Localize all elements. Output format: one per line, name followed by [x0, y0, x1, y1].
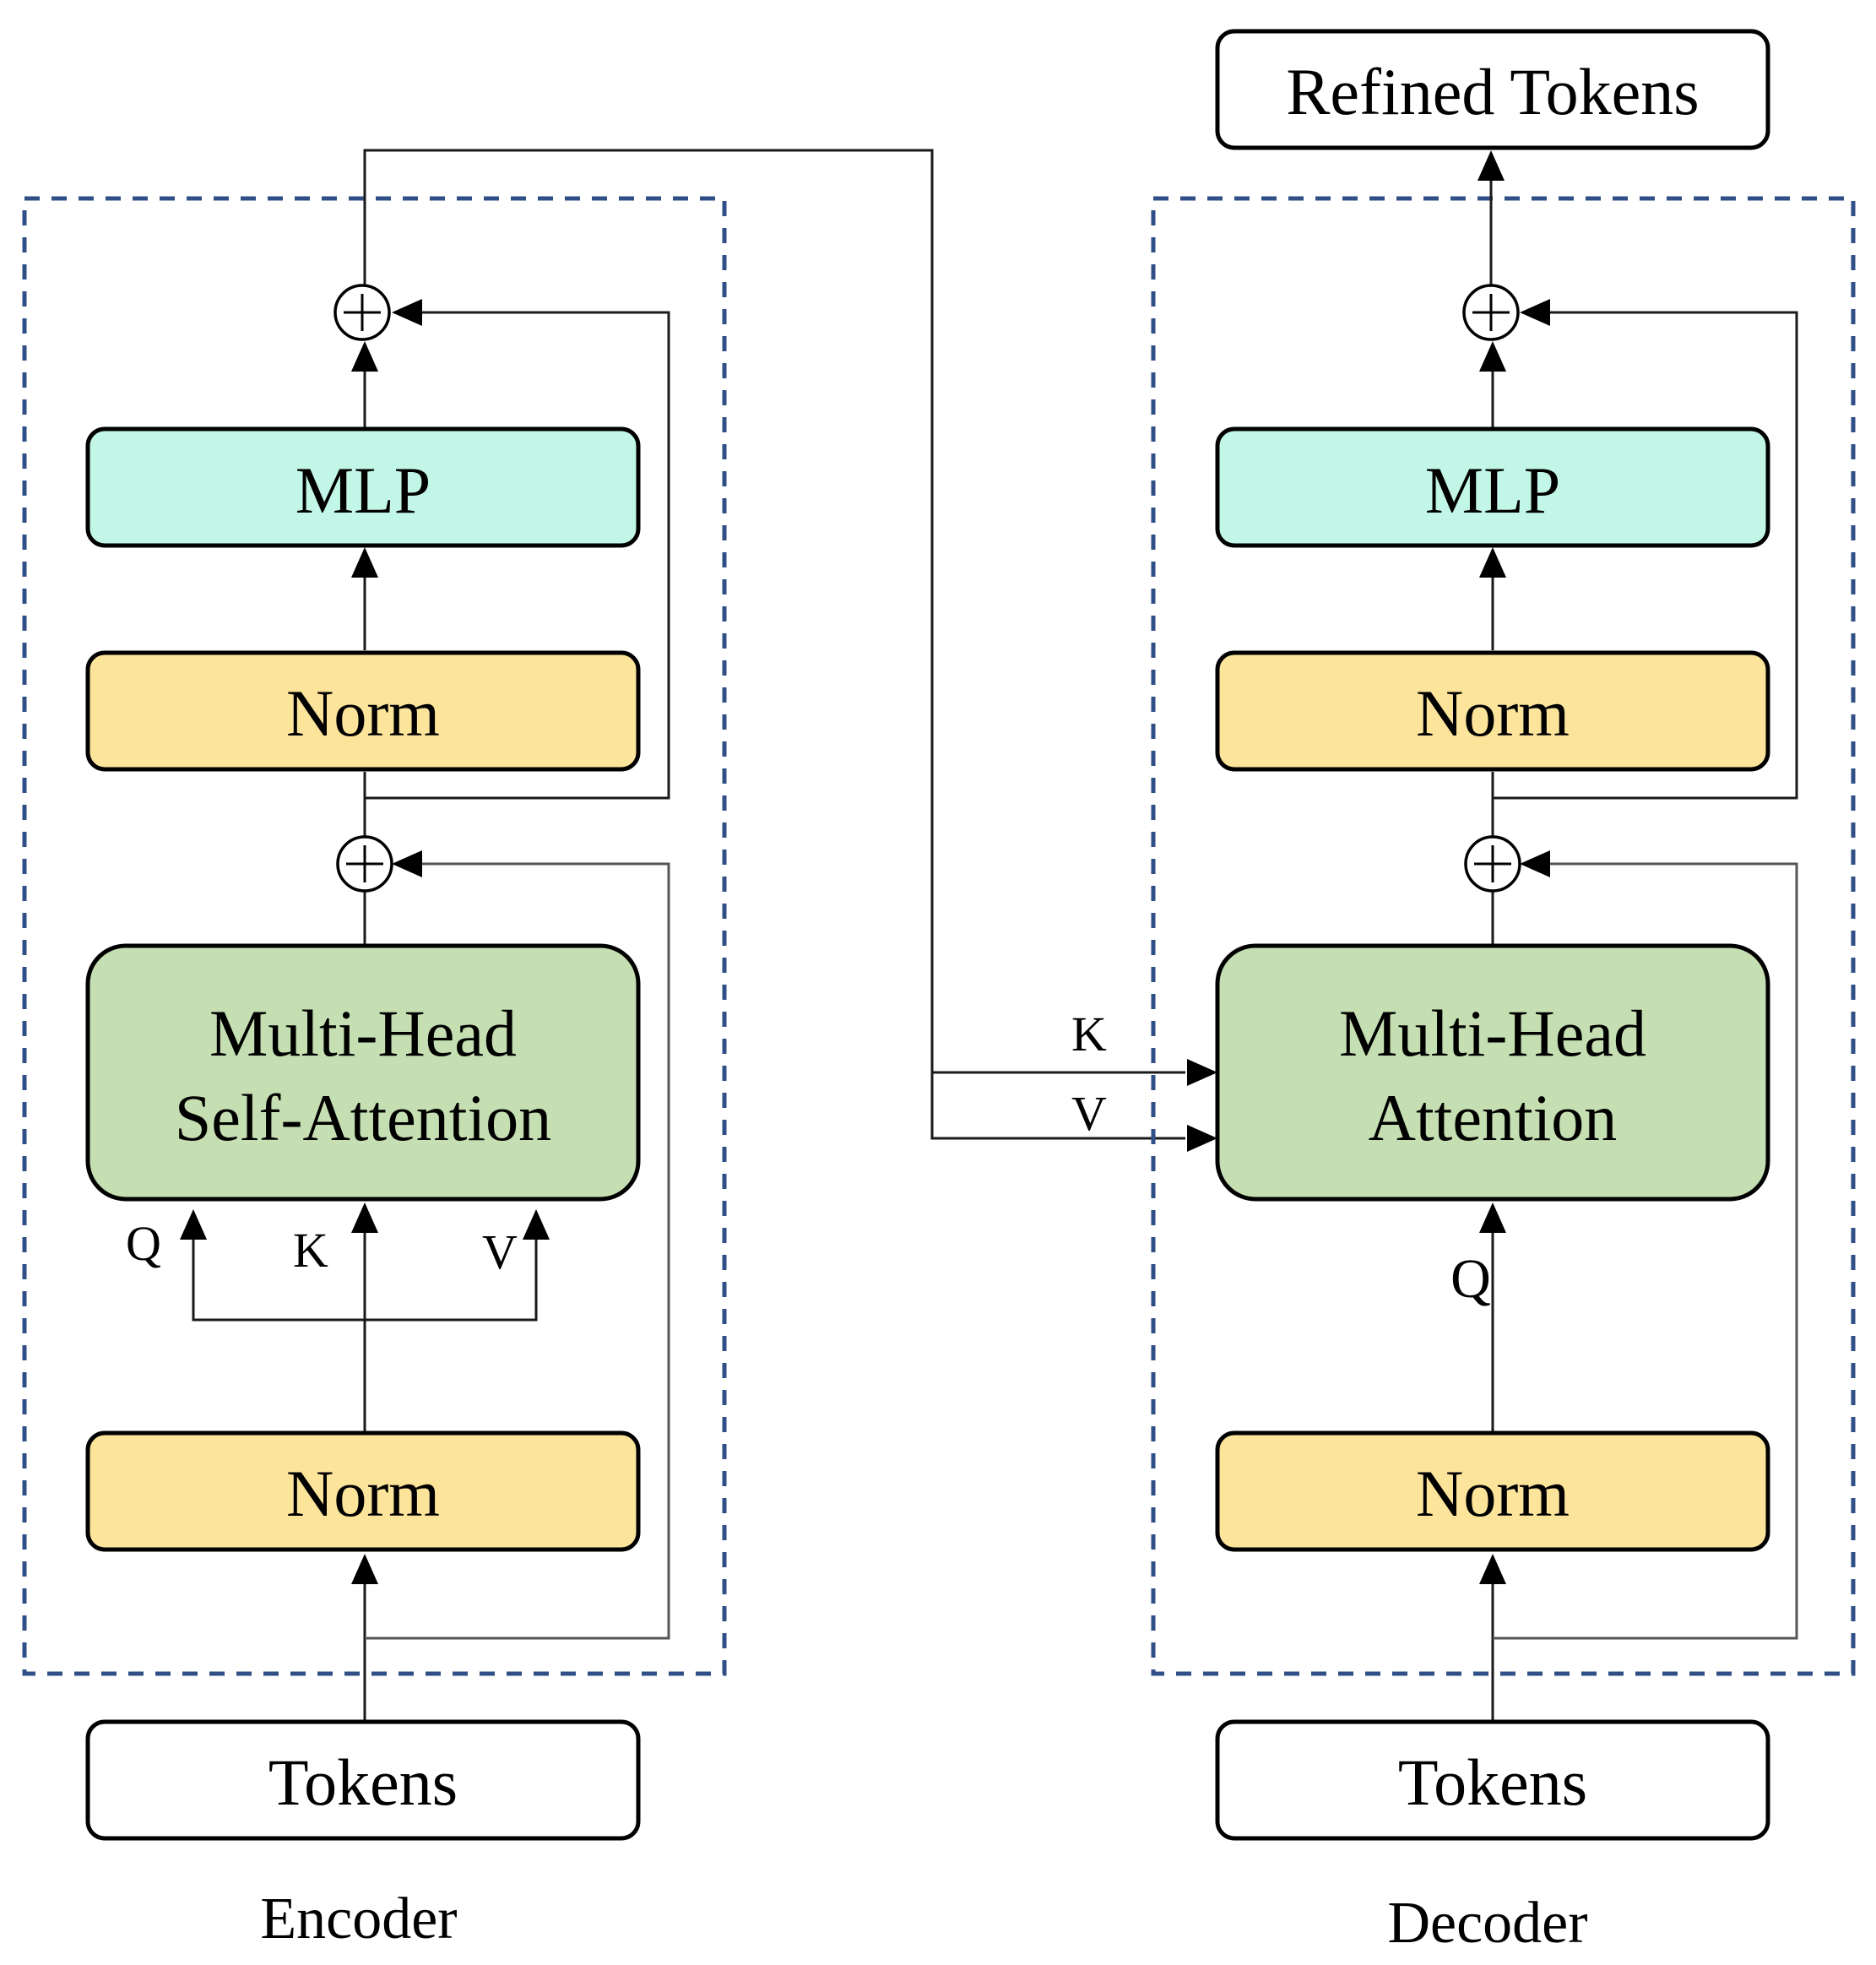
encoder-q-label: Q: [126, 1216, 161, 1271]
encoder-norm-top-box: [85, 650, 641, 772]
arrow-to-decoder-plus-1: [1520, 850, 1550, 877]
encoder-caption: Encoder: [260, 1886, 457, 1951]
encoder-norm-bottom-box: [85, 1430, 641, 1552]
arrow-decoder-k: [1187, 1059, 1217, 1086]
encoder-norm-bottom-label: Norm: [286, 1457, 440, 1530]
decoder-v-label: V: [1071, 1086, 1107, 1141]
decoder-wires: [1477, 150, 1798, 1722]
arrow-to-encoder-plus-2: [392, 299, 422, 326]
decoder-attention-label-line1: Multi-Head: [1339, 996, 1646, 1070]
decoder-k-label: K: [1071, 1007, 1107, 1061]
decoder-add-node-1: [1464, 835, 1521, 893]
arrow-to-encoder-plus-1: [392, 850, 422, 877]
decoder-mlp-label: MLP: [1425, 453, 1560, 527]
decoder-tokens-label: Tokens: [1398, 1745, 1587, 1819]
encoder-attention-label-line1: Multi-Head: [209, 996, 517, 1070]
arrow-to-encoder-mlp: [351, 547, 378, 578]
encoder-mlp-label: MLP: [295, 453, 431, 527]
arrow-to-decoder-plus-2-bottom: [1479, 341, 1506, 372]
decoder-mlp-box: [1215, 426, 1770, 548]
encoder-k-label: K: [293, 1223, 328, 1278]
encoder-attention-label-line2: Self-Attention: [175, 1081, 551, 1154]
decoder-tokens-box: [1215, 1719, 1770, 1841]
decoder-norm-top-box: [1215, 650, 1770, 772]
decoder-refined-tokens-box: [1215, 29, 1770, 150]
arrow-to-decoder-plus-2: [1520, 299, 1550, 326]
decoder-add-node-2: [1462, 284, 1520, 341]
encoder-add-node-2: [333, 284, 391, 341]
decoder-attention-label-line2: Attention: [1369, 1081, 1618, 1154]
decoder-norm-bottom-box: [1215, 1430, 1770, 1552]
decoder-dashed-frame: [1151, 196, 1856, 1676]
arrow-to-refined-tokens: [1477, 150, 1505, 181]
decoder-attention-box: [1215, 943, 1770, 1202]
encoder-v-label: V: [482, 1224, 518, 1279]
encoder-wires: [180, 149, 1217, 1722]
decoder-caption: Decoder: [1387, 1891, 1587, 1956]
arrow-to-encoder-norm-bottom: [351, 1554, 378, 1584]
arrow-encoder-v: [523, 1209, 550, 1240]
arrow-encoder-q: [180, 1209, 207, 1240]
arrow-decoder-q: [1479, 1202, 1506, 1233]
arrow-to-decoder-norm-bottom: [1479, 1554, 1506, 1584]
encoder-tokens-box: [85, 1719, 641, 1841]
arrow-decoder-v: [1187, 1125, 1217, 1152]
encoder-tokens-label: Tokens: [268, 1745, 458, 1819]
encoder-dashed-frame: [22, 196, 727, 1676]
arrow-to-decoder-mlp: [1479, 547, 1506, 578]
arrow-to-encoder-plus-2-bottom: [351, 341, 378, 372]
decoder-norm-top-label: Norm: [1416, 676, 1570, 750]
encoder-mlp-box: [85, 426, 641, 548]
arrow-encoder-k: [351, 1202, 378, 1233]
encoder-add-node-1: [336, 835, 393, 893]
decoder-refined-tokens-label: Refined Tokens: [1286, 55, 1699, 128]
decoder-norm-bottom-label: Norm: [1416, 1457, 1570, 1530]
encoder-attention-box: [85, 943, 641, 1202]
encoder-norm-top-label: Norm: [286, 676, 440, 750]
decoder-q-label: Q: [1450, 1248, 1491, 1310]
